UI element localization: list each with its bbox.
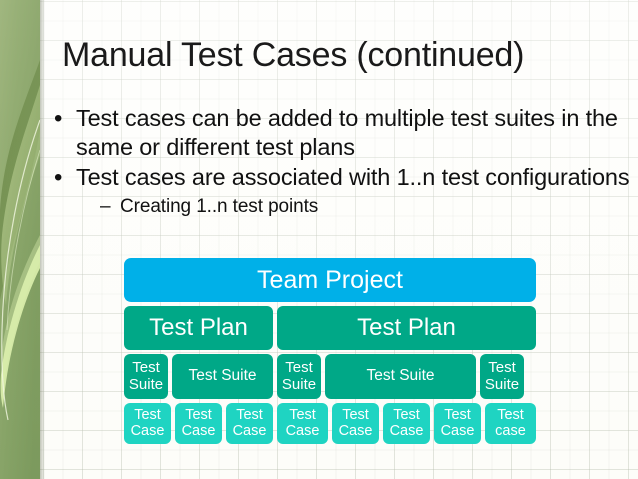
- node-label: Test Suite: [366, 367, 435, 385]
- node-test-suite-4[interactable]: Test Suite: [325, 354, 476, 399]
- node-label: Test Plan: [149, 314, 248, 342]
- node-test-plan-2[interactable]: Test Plan: [277, 306, 536, 350]
- diagram-row-test-plans: Test Plan Test Plan: [124, 306, 536, 350]
- sub-bullet-item-1: – Creating 1..n test points: [100, 194, 630, 219]
- green-ribbon-icon: [0, 0, 40, 479]
- bullet-marker: •: [54, 164, 63, 191]
- node-test-suite-2[interactable]: Test Suite: [172, 354, 273, 399]
- bullet-text: Test cases can be added to multiple test…: [76, 105, 618, 160]
- bullet-marker: •: [54, 105, 63, 132]
- bullet-text: Test cases are associated with 1..n test…: [76, 164, 630, 190]
- node-label: Test Suite: [188, 367, 257, 385]
- slide-body: • Test cases can be added to multiple te…: [54, 104, 630, 219]
- diagram-row-team-project: Team Project: [124, 258, 536, 302]
- sub-bullet-marker: –: [100, 196, 111, 217]
- band-shadow: [40, 0, 45, 479]
- node-test-plan-1[interactable]: Test Plan: [124, 306, 273, 350]
- left-decoration-band: [0, 0, 40, 479]
- bullet-item-1: • Test cases can be added to multiple te…: [54, 104, 630, 161]
- node-label: Test Plan: [357, 314, 456, 342]
- node-label: Team Project: [257, 265, 403, 294]
- node-team-project[interactable]: Team Project: [124, 258, 536, 302]
- sub-bullet-text: Creating 1..n test points: [120, 196, 319, 217]
- bullet-item-2: • Test cases are associated with 1..n te…: [54, 163, 630, 192]
- page-title: Manual Test Cases (continued): [62, 36, 525, 74]
